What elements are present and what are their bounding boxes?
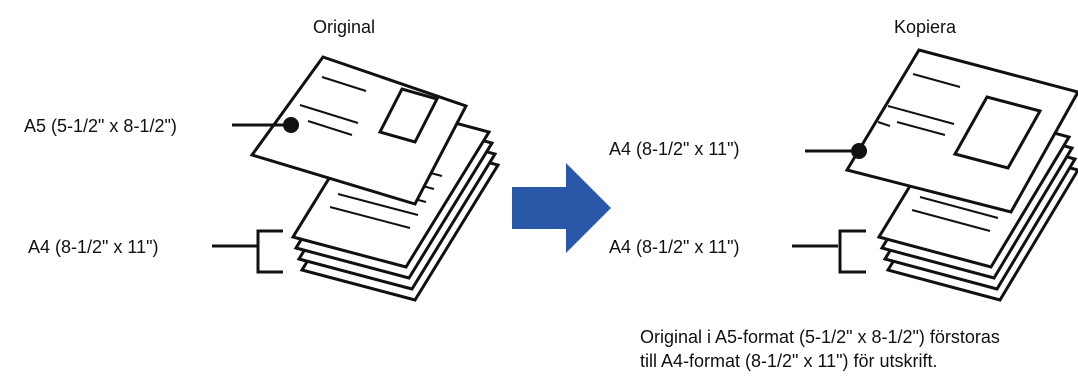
- caption-line-1: Original i A5-format (5-1/2" x 8-1/2") f…: [640, 327, 1000, 347]
- original-a5-leader: [232, 117, 299, 133]
- copy-a4-top-label: A4 (8-1/2" x 11"): [609, 139, 740, 159]
- original-a4-label: A4 (8-1/2" x 11"): [28, 237, 159, 257]
- original-a5-label: A5 (5-1/2" x 8-1/2"): [24, 116, 177, 136]
- original-a4-bracket: [212, 229, 283, 274]
- right-arrow-icon: [512, 163, 611, 253]
- original-heading: Original: [313, 17, 376, 37]
- copy-heading: Kopiera: [894, 17, 957, 37]
- caption: Original i A5-format (5-1/2" x 8-1/2") f…: [640, 325, 1000, 373]
- original-a5-sheet: [249, 55, 469, 206]
- copy-a4-bracket: [792, 229, 866, 274]
- copy-enlarged-sheet: [844, 48, 1078, 214]
- caption-line-2: till A4-format (8-1/2" x 11") för utskri…: [640, 351, 938, 371]
- copy-a4-bottom-label: A4 (8-1/2" x 11"): [609, 237, 740, 257]
- copy-top-leader: [805, 143, 867, 159]
